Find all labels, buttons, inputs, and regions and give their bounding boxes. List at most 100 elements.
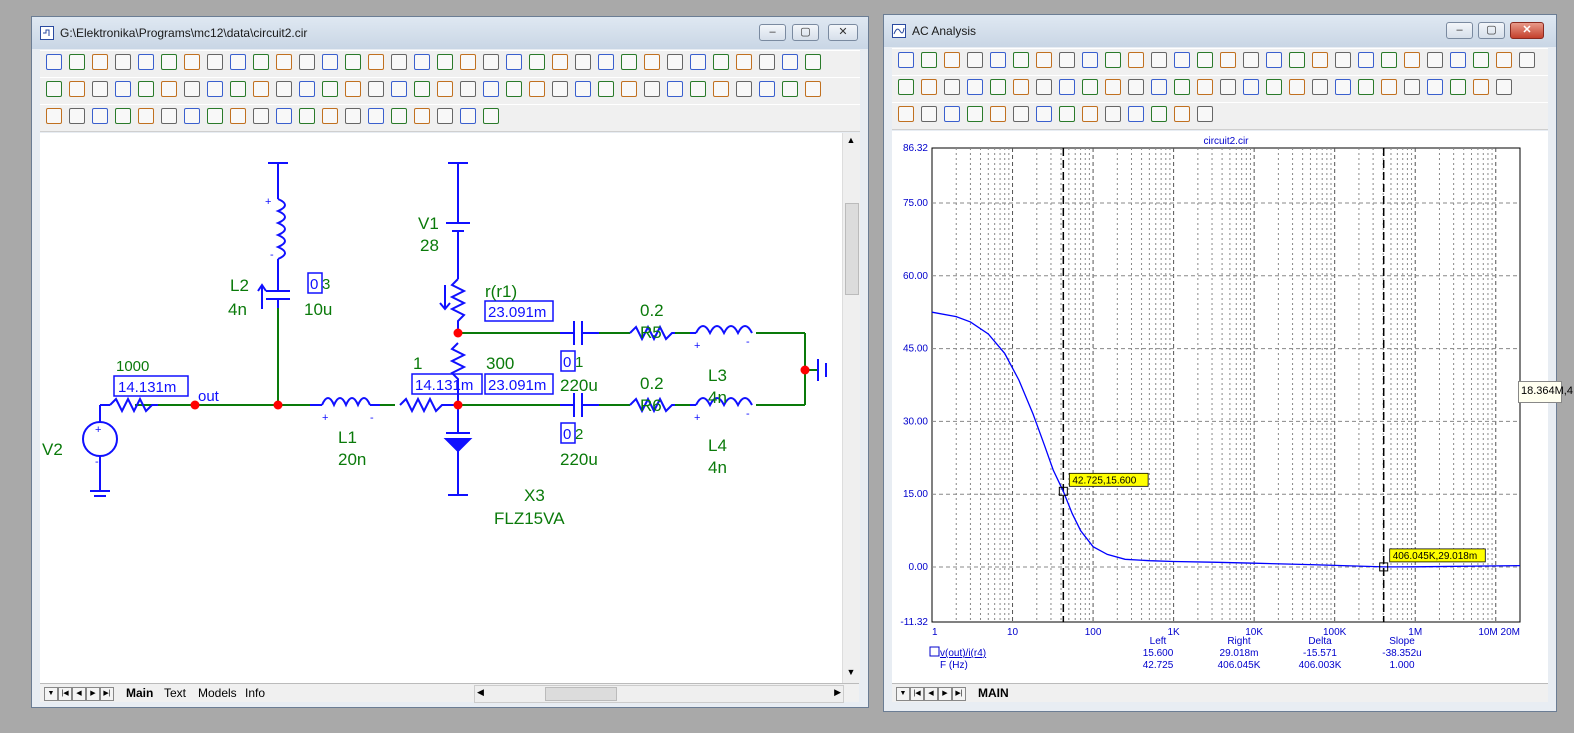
scroll-right-icon[interactable]: ▶: [834, 687, 841, 697]
toolbar-button-icon[interactable]: [1266, 52, 1282, 68]
analysis-titlebar[interactable]: AC Analysis – ▢ ✕: [884, 15, 1556, 47]
toolbar-button-icon[interactable]: [1289, 79, 1305, 95]
toolbar-button-icon[interactable]: [414, 54, 430, 70]
toolbar-button-icon[interactable]: [1151, 106, 1167, 122]
toolbar-button-icon[interactable]: [1427, 79, 1443, 95]
toolbar-button-icon[interactable]: [184, 81, 200, 97]
toolbar-button-icon[interactable]: [944, 106, 960, 122]
toolbar-button-icon[interactable]: [1059, 52, 1075, 68]
last-tab-icon[interactable]: ▶|: [100, 687, 114, 701]
toolbar-button-icon[interactable]: [967, 106, 983, 122]
toolbar-button-icon[interactable]: [736, 54, 752, 70]
tab-info[interactable]: Info: [245, 686, 266, 700]
ac-last-tab-icon[interactable]: ▶|: [952, 687, 966, 701]
toolbar-button-icon[interactable]: [1197, 79, 1213, 95]
toolbar-button-icon[interactable]: [161, 108, 177, 124]
toolbar-button-icon[interactable]: [115, 108, 131, 124]
toolbar-button-icon[interactable]: [368, 108, 384, 124]
toolbar-button-icon[interactable]: [230, 108, 246, 124]
minimize-button[interactable]: –: [759, 24, 786, 41]
toolbar-button-icon[interactable]: [207, 54, 223, 70]
toolbar-button-icon[interactable]: [1059, 106, 1075, 122]
toolbar-button-icon[interactable]: [944, 79, 960, 95]
toolbar-button-icon[interactable]: [967, 79, 983, 95]
toolbar-button-icon[interactable]: [69, 108, 85, 124]
toolbar-button-icon[interactable]: [1220, 79, 1236, 95]
toolbar-button-icon[interactable]: [759, 81, 775, 97]
toolbar-button-icon[interactable]: [1519, 52, 1535, 68]
toolbar-button-icon[interactable]: [1496, 79, 1512, 95]
toolbar-button-icon[interactable]: [1358, 79, 1374, 95]
tab-text[interactable]: Text: [164, 686, 187, 700]
toolbar-button-icon[interactable]: [368, 81, 384, 97]
toolbar-button-icon[interactable]: [1197, 106, 1213, 122]
vscroll-thumb[interactable]: [845, 203, 859, 295]
toolbar-button-icon[interactable]: [898, 52, 914, 68]
toolbar-button-icon[interactable]: [437, 108, 453, 124]
toolbar-button-icon[interactable]: [138, 108, 154, 124]
toolbar-button-icon[interactable]: [322, 81, 338, 97]
toolbar-button-icon[interactable]: [713, 54, 729, 70]
toolbar-button-icon[interactable]: [667, 81, 683, 97]
toolbar-button-icon[interactable]: [506, 54, 522, 70]
next-tab-icon[interactable]: ▶: [86, 687, 100, 701]
toolbar-button-icon[interactable]: [46, 81, 62, 97]
toolbar-button-icon[interactable]: [1174, 52, 1190, 68]
toolbar-button-icon[interactable]: [1289, 52, 1305, 68]
toolbar-button-icon[interactable]: [1013, 106, 1029, 122]
close-button[interactable]: ✕: [828, 24, 858, 41]
toolbar-button-icon[interactable]: [1450, 52, 1466, 68]
toolbar-button-icon[interactable]: [1105, 106, 1121, 122]
toolbar-button-icon[interactable]: [1174, 106, 1190, 122]
toolbar-button-icon[interactable]: [1151, 79, 1167, 95]
toolbar-button-icon[interactable]: [1335, 52, 1351, 68]
toolbar-button-icon[interactable]: [391, 81, 407, 97]
toolbar-button-icon[interactable]: [161, 81, 177, 97]
toolbar-button-icon[interactable]: [483, 108, 499, 124]
toolbar-button-icon[interactable]: [506, 81, 522, 97]
toolbar-button-icon[interactable]: [1312, 52, 1328, 68]
toolbar-button-icon[interactable]: [391, 54, 407, 70]
ac-plot[interactable]: 86.3275.0060.0045.0030.0015.000.00-11.32…: [892, 131, 1548, 683]
toolbar-button-icon[interactable]: [1450, 79, 1466, 95]
toolbar-button-icon[interactable]: [460, 108, 476, 124]
toolbar-button-icon[interactable]: [115, 54, 131, 70]
toolbar-button-icon[interactable]: [552, 81, 568, 97]
toolbar-button-icon[interactable]: [207, 81, 223, 97]
toolbar-button-icon[interactable]: [483, 81, 499, 97]
toolbar-button-icon[interactable]: [1197, 52, 1213, 68]
toolbar-button-icon[interactable]: [46, 54, 62, 70]
toolbar-button-icon[interactable]: [184, 108, 200, 124]
toolbar-button-icon[interactable]: [529, 81, 545, 97]
toolbar-button-icon[interactable]: [230, 81, 246, 97]
toolbar-button-icon[interactable]: [460, 81, 476, 97]
first-tab-icon[interactable]: |◀: [58, 687, 72, 701]
toolbar-button-icon[interactable]: [1404, 79, 1420, 95]
toolbar-button-icon[interactable]: [138, 54, 154, 70]
toolbar-button-icon[interactable]: [1036, 52, 1052, 68]
toolbar-button-icon[interactable]: [1128, 52, 1144, 68]
analysis-maximize-button[interactable]: ▢: [1478, 22, 1505, 39]
toolbar-button-icon[interactable]: [69, 81, 85, 97]
toolbar-button-icon[interactable]: [990, 79, 1006, 95]
tab-main[interactable]: Main: [126, 686, 154, 700]
toolbar-button-icon[interactable]: [967, 52, 983, 68]
toolbar-button-icon[interactable]: [1128, 79, 1144, 95]
toolbar-button-icon[interactable]: [1151, 52, 1167, 68]
toolbar-button-icon[interactable]: [1381, 79, 1397, 95]
toolbar-button-icon[interactable]: [92, 54, 108, 70]
toolbar-button-icon[interactable]: [1105, 79, 1121, 95]
toolbar-button-icon[interactable]: [1220, 52, 1236, 68]
toolbar-button-icon[interactable]: [253, 54, 269, 70]
schematic-titlebar[interactable]: G:\Elektronika\Programs\mc12\data\circui…: [32, 17, 868, 49]
tab-main-plot[interactable]: MAIN: [978, 686, 1009, 700]
toolbar-button-icon[interactable]: [46, 108, 62, 124]
toolbar-button-icon[interactable]: [1496, 52, 1512, 68]
toolbar-button-icon[interactable]: [1082, 52, 1098, 68]
toolbar-button-icon[interactable]: [898, 79, 914, 95]
toolbar-button-icon[interactable]: [1036, 106, 1052, 122]
toolbar-button-icon[interactable]: [598, 54, 614, 70]
toolbar-button-icon[interactable]: [414, 81, 430, 97]
toolbar-button-icon[interactable]: [460, 54, 476, 70]
